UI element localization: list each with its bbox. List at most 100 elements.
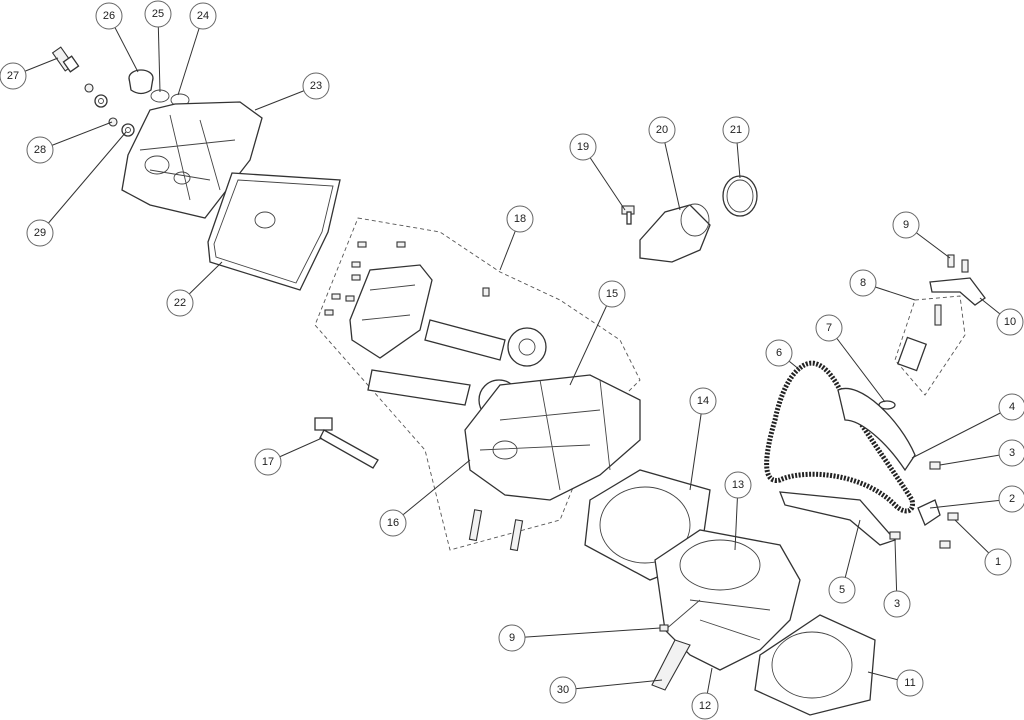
part-head-bolt	[314, 417, 379, 469]
callout: 1	[954, 519, 1012, 576]
leader-line	[661, 129, 681, 211]
callout-number: 20	[656, 124, 668, 136]
leader-line	[562, 679, 663, 691]
callout-circle	[0, 62, 27, 90]
part-cylinder	[654, 529, 801, 671]
callout-circle	[998, 485, 1024, 513]
callout-circle	[892, 211, 920, 239]
callout-number: 28	[34, 144, 46, 156]
leader-line	[511, 627, 661, 639]
callout: 20	[648, 116, 681, 211]
callout: 27	[0, 57, 59, 90]
callout-circle	[849, 269, 877, 297]
callout-number: 27	[7, 70, 19, 82]
callout-number: 6	[776, 347, 782, 359]
callout: 4	[911, 393, 1024, 459]
part-tensioner-rail	[779, 491, 897, 546]
callout: 6	[765, 339, 801, 371]
callout: 2	[929, 485, 1024, 513]
part-base-gasket	[754, 614, 876, 716]
callout-number: 21	[730, 124, 742, 136]
callout-number: 23	[310, 80, 322, 92]
part-cam-bridge	[324, 241, 433, 359]
callout-number: 3	[1009, 447, 1015, 459]
callout: 8	[849, 269, 916, 301]
callout-number: 7	[826, 322, 832, 334]
callout-number: 22	[174, 297, 186, 309]
callout: 25	[144, 0, 172, 93]
part-cylinder-head	[464, 374, 641, 552]
callout-circle	[302, 72, 330, 100]
leader-line	[929, 498, 1013, 509]
callout-number: 5	[839, 584, 845, 596]
callout-circle	[506, 205, 534, 233]
callout-number: 1	[995, 556, 1001, 568]
callout-circle	[765, 339, 793, 367]
callout-circle	[598, 280, 626, 308]
part-intake	[621, 175, 758, 263]
callout-number: 12	[699, 700, 711, 712]
callout: 11	[867, 669, 924, 697]
callout-number: 3	[894, 598, 900, 610]
callout-number: 2	[1009, 493, 1015, 505]
callout: 28	[26, 121, 113, 164]
callout-circle	[254, 448, 282, 476]
callout: 5	[828, 519, 861, 604]
callout: 15	[569, 280, 626, 386]
callout-circle	[648, 116, 676, 144]
callout: 26	[95, 2, 139, 73]
callout: 17	[254, 437, 323, 476]
callout-circle	[722, 116, 750, 144]
part-washers	[84, 83, 135, 137]
part-shim	[651, 639, 691, 691]
callout-number: 10	[1004, 316, 1016, 328]
callout-circle	[896, 669, 924, 697]
callout-circle	[379, 509, 407, 537]
callout-circle	[883, 590, 911, 618]
callout: 16	[379, 459, 471, 537]
callout: 3	[883, 539, 911, 618]
callout-circle	[984, 548, 1012, 576]
callout-number: 13	[732, 479, 744, 491]
callout: 23	[254, 72, 330, 111]
callout-circle	[689, 387, 717, 415]
callout: 30	[549, 676, 663, 704]
callout-circle	[998, 439, 1024, 467]
parts-drawing	[51, 46, 986, 716]
callout-number: 4	[1009, 401, 1015, 413]
leader-line	[392, 459, 471, 524]
part-valve-cover-gasket	[207, 172, 341, 291]
callout-number: 18	[514, 213, 526, 225]
callout: 22	[166, 261, 223, 317]
callout-circle	[26, 219, 54, 247]
callout-number: 15	[606, 288, 618, 300]
callout-circle	[26, 136, 54, 164]
callout-number: 9	[903, 219, 909, 231]
callout: 3	[939, 439, 1024, 467]
callout: 10	[979, 297, 1024, 336]
callout: 7	[815, 314, 886, 403]
leader-line	[689, 400, 704, 491]
callout-circle	[549, 676, 577, 704]
callout-circle	[724, 471, 752, 499]
callout-number: 14	[697, 395, 709, 407]
leader-line	[828, 327, 886, 403]
leader-line	[569, 293, 613, 386]
callout-number: 8	[860, 277, 866, 289]
callout-number: 24	[197, 10, 209, 22]
leader-line	[177, 15, 204, 96]
callout-number: 16	[387, 517, 399, 529]
callout-number: 30	[557, 684, 569, 696]
callout: 9	[498, 624, 661, 652]
part-chain-guide	[837, 387, 916, 472]
callout: 19	[569, 133, 626, 211]
callout: 12	[691, 667, 719, 720]
callout-number: 9	[509, 632, 515, 644]
callout: 21	[722, 116, 750, 179]
callout-circle	[166, 289, 194, 317]
callout-circle	[498, 624, 526, 652]
callout-number: 29	[34, 227, 46, 239]
part-sensor	[51, 46, 80, 73]
